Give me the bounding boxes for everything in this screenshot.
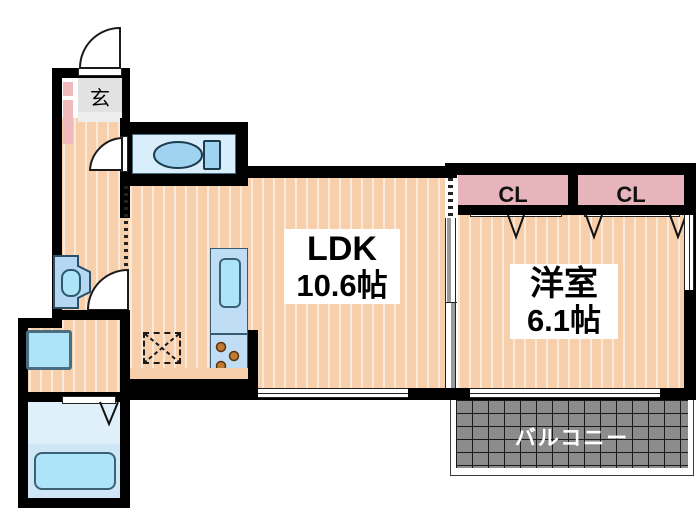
- closet-door-marks: [507, 214, 687, 240]
- wall-toilet-top: [120, 122, 248, 134]
- ldk-window[interactable]: [258, 388, 408, 398]
- balcony-label: バルコニー: [514, 427, 630, 450]
- kitchen-sink-basin: [219, 258, 241, 308]
- hallway-door-swing-arc: [86, 268, 129, 311]
- bedroom-size-label: 6.1帖: [510, 303, 618, 339]
- bath-door-fold-mark: [99, 401, 119, 427]
- entrance-label: 玄: [90, 88, 110, 110]
- wall-toilet-bottom: [120, 174, 248, 186]
- wall-entry-right: [120, 68, 130, 128]
- room-floor-bedroom: [458, 213, 686, 388]
- wall-ldk-top: [248, 166, 453, 178]
- wall-bath-bottom: [18, 498, 130, 508]
- ldk-size-label: 10.6帖: [284, 268, 400, 304]
- wall-washroom-top: [52, 310, 130, 320]
- wall-kitchen-counter-end: [248, 330, 258, 388]
- wall-bath-left: [18, 398, 28, 508]
- wall-entry-left: [52, 68, 62, 216]
- bath-door-leaf: [62, 396, 116, 404]
- refrigerator-space-marker: [143, 332, 181, 364]
- kitchen-counter-front-strip: [130, 368, 248, 379]
- washbasin-fixture-icon: [53, 255, 91, 309]
- closet-left-label: CL: [498, 182, 528, 207]
- shoe-closet-tall: [63, 100, 73, 144]
- bedroom-name-label: 洋室: [510, 264, 618, 305]
- refrigerator-space-cross-icon: [144, 333, 180, 363]
- closet-right-label: CL: [616, 182, 646, 207]
- washing-machine-pan: [26, 330, 72, 370]
- wall-closet-partition: [568, 163, 578, 213]
- entrance-step: [78, 112, 122, 122]
- partition-ldk-bedroom-dotted: [448, 178, 453, 218]
- wall-washroom-step: [18, 318, 62, 328]
- balcony-floor: [456, 400, 688, 468]
- bedroom-balcony-door[interactable]: [470, 388, 660, 398]
- wall-ldk-bedroom-upper: [445, 166, 457, 178]
- shoe-closet: [63, 82, 73, 96]
- bathtub-fixture: [34, 452, 116, 490]
- toilet-door-swing-arc: [88, 136, 123, 171]
- wall-bath-right: [120, 398, 130, 508]
- wall-kitchen-bottom: [130, 378, 258, 388]
- ldk-bedroom-sliding-door[interactable]: [445, 218, 457, 388]
- wall-toilet-right: [236, 122, 248, 186]
- bedroom-window[interactable]: [684, 215, 694, 290]
- wall-closet-under: [458, 205, 686, 215]
- entrance-tile: [78, 78, 122, 112]
- wall-washroom-left: [18, 318, 28, 402]
- bath-floor-wash-area: [28, 402, 120, 444]
- entrance-door-swing-arc: [78, 26, 121, 69]
- ldk-name-label: LDK: [284, 229, 400, 270]
- toilet-fixture-icon: [153, 140, 221, 170]
- partition-hall-ldk: [124, 186, 128, 320]
- wall-washroom-right: [120, 318, 130, 402]
